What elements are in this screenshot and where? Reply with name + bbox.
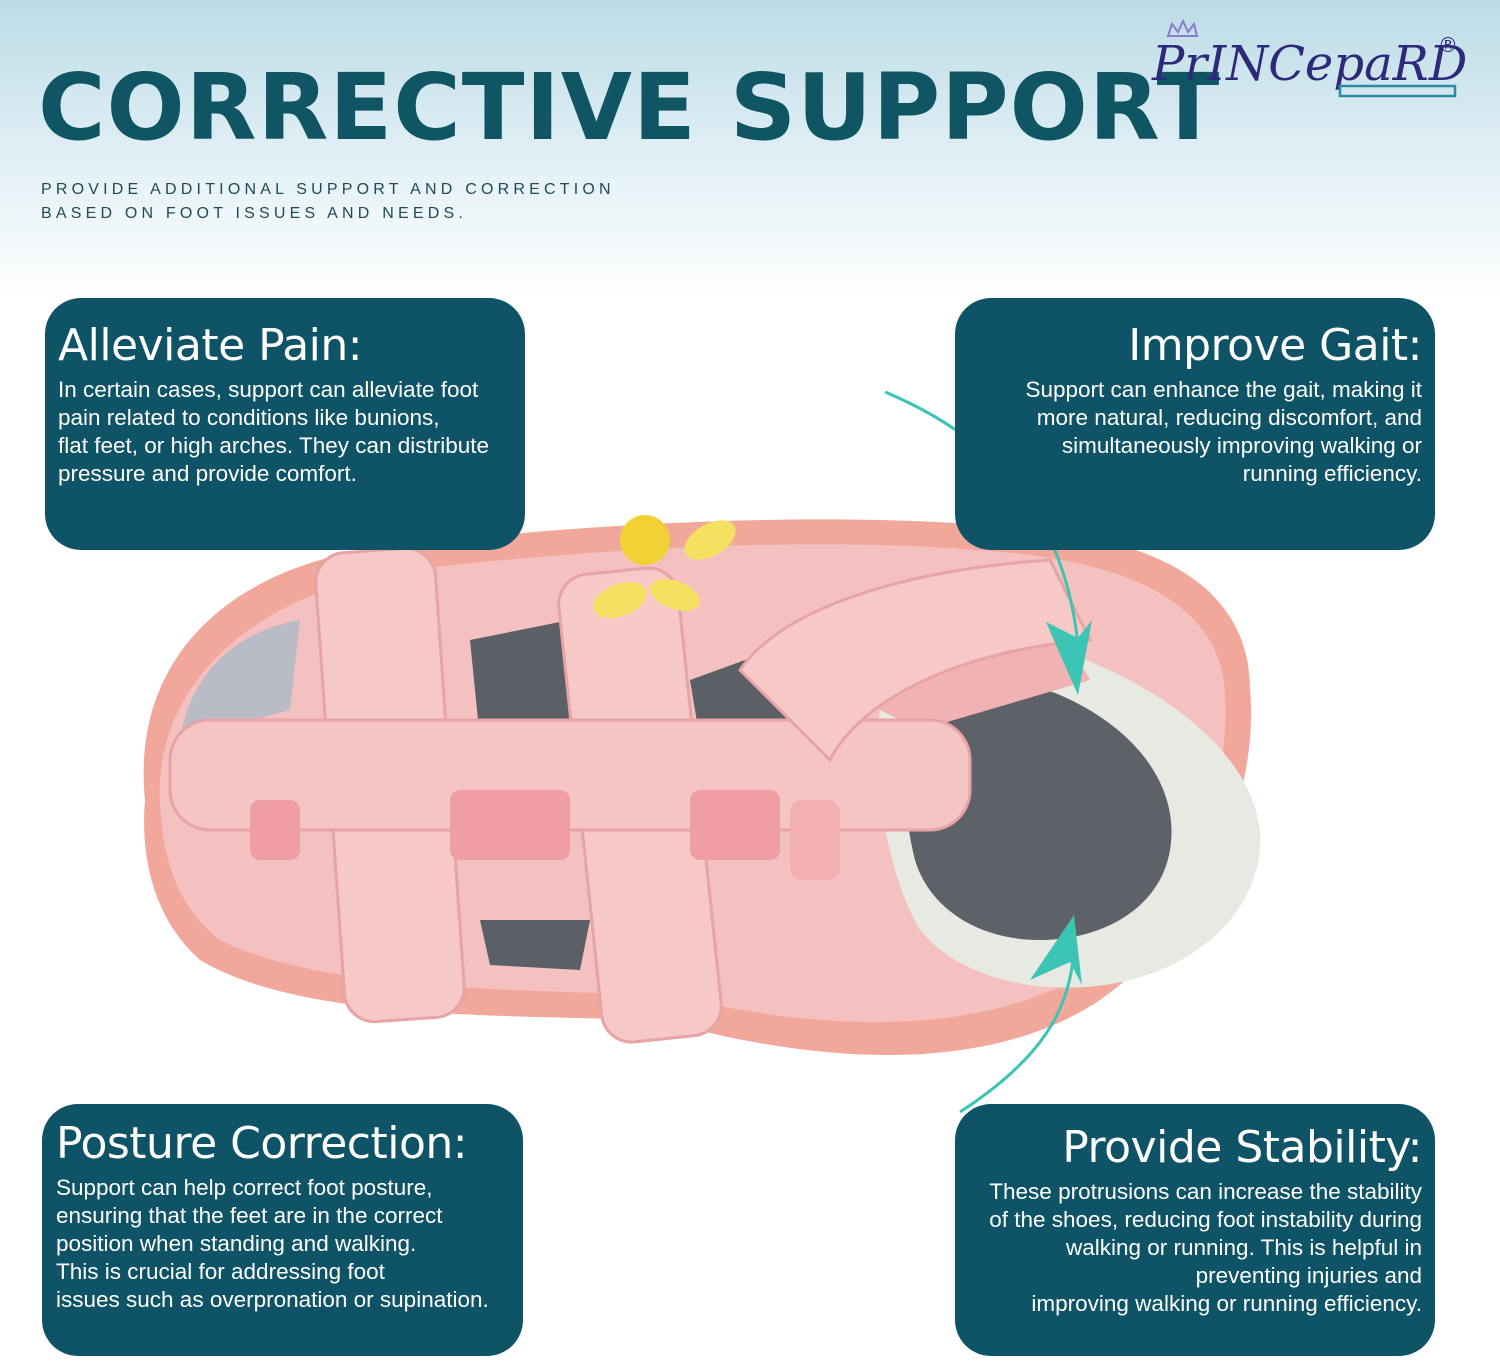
card-body-line: pain related to conditions like bunions, xyxy=(58,405,440,431)
card-body-line: These protrusions can increase the stabi… xyxy=(989,1179,1422,1205)
flower-petal xyxy=(684,520,736,560)
card-body-line: ensuring that the feet are in the correc… xyxy=(56,1203,443,1229)
crown-icon xyxy=(1166,18,1199,37)
card-title: Provide Stability: xyxy=(1062,1122,1422,1173)
subtitle-line: BASED ON FOOT ISSUES AND NEEDS. xyxy=(41,205,467,222)
sandal-image xyxy=(143,515,1261,1055)
sandal-gap xyxy=(470,620,570,740)
card-title: Improve Gait: xyxy=(1128,320,1422,371)
card-body-line: improving walking or running efficiency. xyxy=(1031,1291,1422,1317)
card-body-line: position when standing and walking. xyxy=(56,1231,417,1257)
sandal-gap xyxy=(480,920,590,970)
sandal-insole-inner xyxy=(904,683,1172,940)
brand-name: PrINCepaRD xyxy=(1151,36,1467,92)
card-body: Support can enhance the gait, making it … xyxy=(965,376,1422,488)
flower-petal xyxy=(593,582,647,618)
strap-loop xyxy=(250,800,300,860)
strap-loop xyxy=(450,790,570,860)
card-body-line: flat feet, or high arches. They can dist… xyxy=(58,433,490,459)
card-title: Posture Correction: xyxy=(56,1118,468,1169)
flower-petal xyxy=(650,579,700,611)
card-body-line: running efficiency. xyxy=(1242,461,1422,487)
card-body-line: more natural, reducing discomfort, and xyxy=(1036,405,1422,431)
card-body-line: This is crucial for addressing foot xyxy=(56,1259,385,1285)
card-body-line: walking or running. This is helpful in xyxy=(1065,1235,1422,1261)
flower-center xyxy=(620,515,670,565)
strap-loop xyxy=(690,790,780,860)
card-body-line: Support can help correct foot posture, xyxy=(56,1175,433,1201)
strap-loop xyxy=(790,800,840,880)
card-title: Alleviate Pain: xyxy=(58,320,363,371)
page-subtitle: PROVIDE ADDITIONAL SUPPORT AND CORRECTIO… xyxy=(41,178,615,226)
page-title: CORRECTIVE SUPPORT xyxy=(38,54,1221,161)
card-provide-stability: Provide Stability: These protrusions can… xyxy=(955,1104,1435,1356)
card-body-line: pressure and provide comfort. xyxy=(58,461,357,487)
card-body-line: of the shoes, reducing foot instability … xyxy=(989,1207,1422,1233)
card-improve-gait: Improve Gait: Support can enhance the ga… xyxy=(955,298,1435,550)
card-posture-correction: Posture Correction: Support can help cor… xyxy=(42,1104,523,1356)
card-body-line: simultaneously improving walking or xyxy=(1061,433,1422,459)
brand-logo: PrINCepaRD ® xyxy=(1151,18,1467,98)
card-body: Support can help correct foot posture, e… xyxy=(56,1174,509,1314)
card-body: In certain cases, support can alleviate … xyxy=(58,376,511,488)
card-body-line: issues such as overpronation or supinati… xyxy=(56,1287,489,1313)
card-body-line: preventing injuries and xyxy=(1195,1263,1422,1289)
sandal-gap xyxy=(180,620,300,740)
card-alleviate-pain: Alleviate Pain: In certain cases, suppor… xyxy=(45,298,525,550)
card-body-line: In certain cases, support can alleviate … xyxy=(58,377,479,403)
card-body-line: Support can enhance the gait, making it xyxy=(1025,377,1422,403)
registered-mark: ® xyxy=(1438,33,1458,57)
brand-underline xyxy=(1338,84,1457,98)
subtitle-line: PROVIDE ADDITIONAL SUPPORT AND CORRECTIO… xyxy=(41,181,615,198)
card-body: These protrusions can increase the stabi… xyxy=(959,1178,1422,1318)
